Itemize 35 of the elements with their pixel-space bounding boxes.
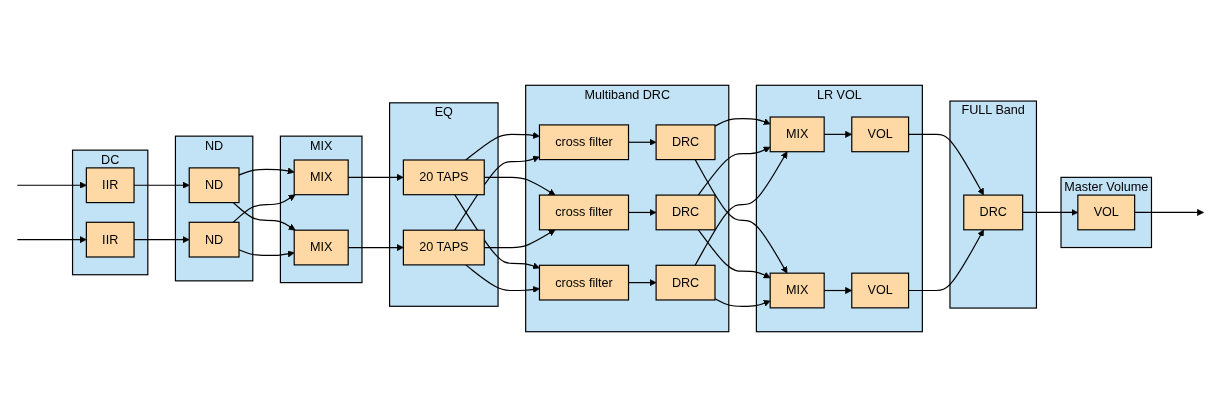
node-box: VOL — [1077, 194, 1136, 231]
node-box: DRC — [963, 194, 1024, 231]
arrow — [16, 181, 87, 189]
arrow — [714, 298, 771, 307]
node-box: VOL — [851, 272, 910, 309]
node-box: ND — [188, 167, 240, 204]
node-box: MIX — [293, 229, 349, 266]
arrow — [232, 194, 296, 223]
node-box: IIR — [85, 167, 135, 204]
node-box: cross filter — [538, 194, 630, 231]
node-box: 20 TAPS — [402, 229, 485, 266]
node-box: MIX — [769, 272, 825, 309]
arrow — [908, 133, 984, 196]
node-box: DRC — [655, 124, 716, 161]
node-box: ND — [188, 221, 240, 258]
arrow — [697, 229, 771, 279]
arrow — [16, 236, 87, 244]
arrow — [454, 155, 540, 231]
node-box: MIX — [293, 159, 349, 196]
arrow — [465, 131, 540, 161]
arrow — [454, 194, 540, 270]
arrow — [908, 229, 984, 292]
arrow — [232, 202, 296, 231]
node-box: DRC — [655, 264, 716, 301]
node-box: cross filter — [538, 124, 630, 161]
arrow — [465, 264, 540, 293]
arrow — [1134, 208, 1204, 216]
node-box: VOL — [851, 116, 910, 153]
node-box: IIR — [85, 221, 135, 258]
node-box: cross filter — [538, 264, 630, 301]
arrow — [714, 118, 771, 127]
node-box: MIX — [769, 116, 825, 153]
node-box: DRC — [655, 194, 716, 231]
arrow — [697, 146, 771, 196]
node-box: 20 TAPS — [402, 159, 485, 196]
